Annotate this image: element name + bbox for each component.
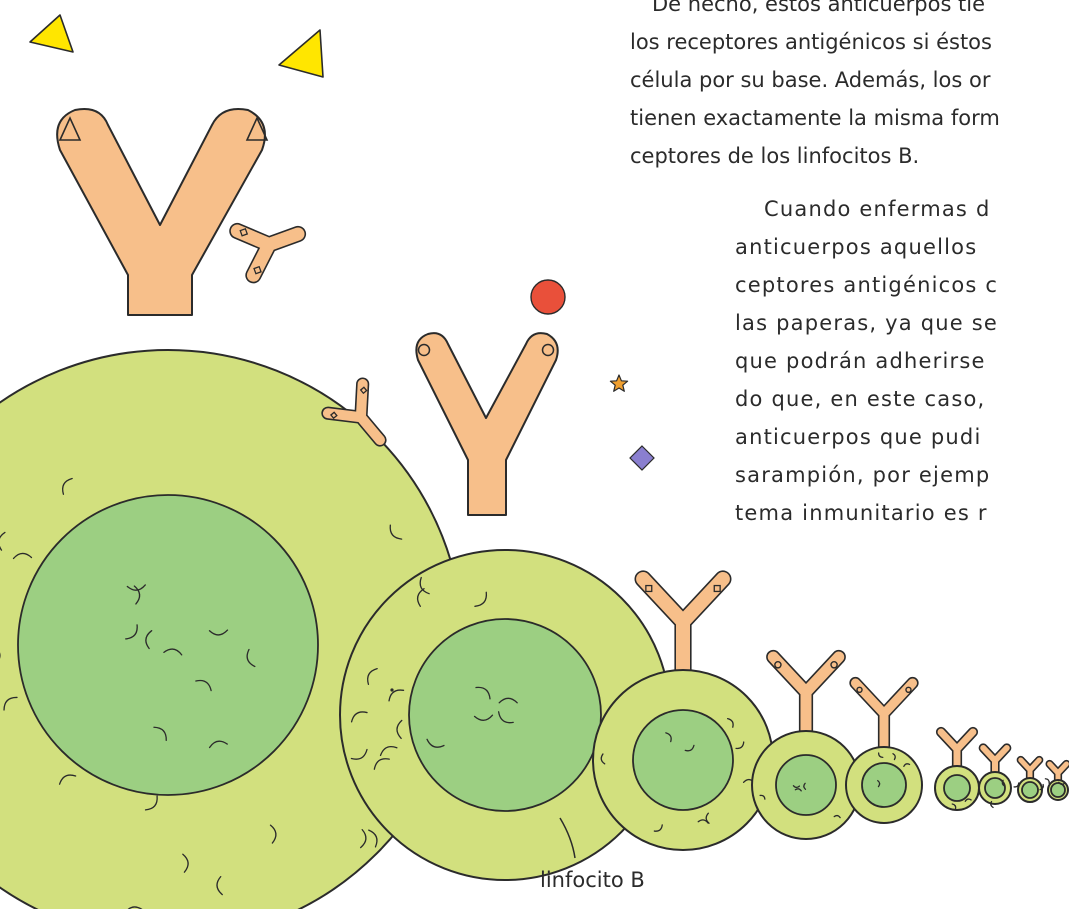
text-line: célula por su base. Además, los or [630, 68, 990, 92]
triangle-antigen-icon [30, 15, 73, 52]
text-line: anticuerpos aquellos [735, 235, 977, 259]
lymphocyte-cell-icon [935, 766, 979, 810]
text-line: De hecho, estos anticuerpos tie [652, 0, 985, 16]
lymphocyte-cell-icon [979, 772, 1011, 808]
circle-antigen-icon [531, 280, 565, 314]
triangle-antigen-icon [279, 30, 323, 77]
diamond-antigen-icon [630, 446, 654, 470]
figure-caption: linfocito B [540, 868, 645, 892]
lymphocyte-cell-icon [593, 670, 773, 850]
lymphocyte-cell-icon [846, 747, 922, 823]
text-line: los receptores antigénicos si éstos [630, 30, 992, 54]
y-receptor-icon [773, 657, 839, 735]
text-line: anticuerpos que pudi [735, 425, 982, 449]
lymphocyte-cell-icon [1045, 778, 1068, 800]
y-receptor-icon [237, 212, 306, 275]
text-line: Cuando enfermas d [764, 197, 990, 221]
text-line: do que, en este caso, [735, 387, 985, 411]
lymphocyte-cell-icon [752, 731, 860, 839]
star-antigen-icon [610, 375, 627, 391]
text-line: sarampión, por ejemp [735, 463, 990, 487]
y-receptor-icon [57, 109, 267, 315]
text-line: ceptores antigénicos c [735, 273, 998, 297]
text-line: que podrán adherirse [735, 349, 986, 373]
y-receptor-icon [416, 333, 557, 515]
text-line: las paperas, ya que se [735, 311, 998, 335]
text-line: tema inmunitario es r [735, 501, 988, 525]
text-line: tienen exactamente la misma form [630, 106, 1000, 130]
y-receptor-icon [941, 732, 973, 770]
text-line: ceptores de los linfocitos B. [630, 144, 919, 168]
lymphocyte-cell-icon [1014, 778, 1044, 802]
y-receptor-icon [855, 683, 912, 751]
